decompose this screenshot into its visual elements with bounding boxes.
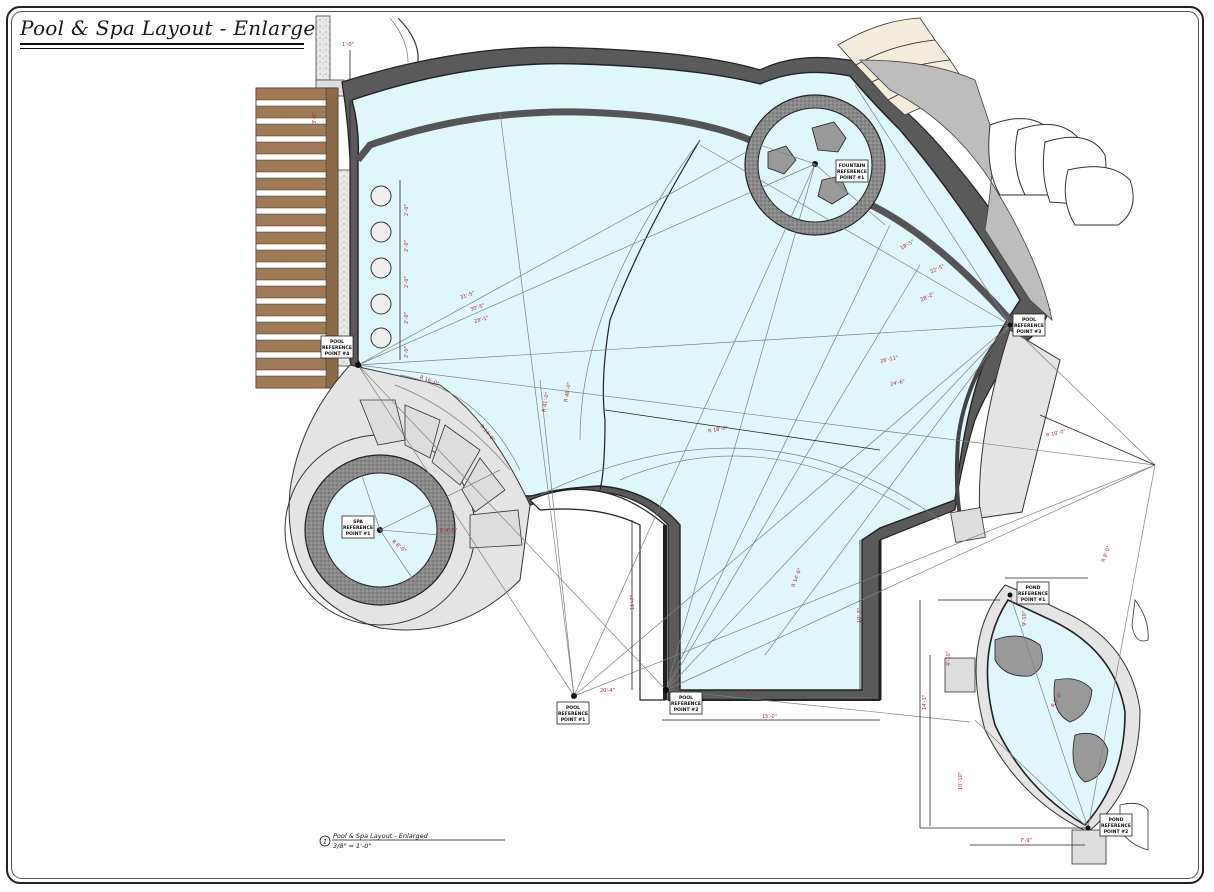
dim-label: 15'-0"	[762, 714, 777, 720]
svg-text:POOL: POOL	[566, 705, 580, 711]
dim-label: R 48'-0"	[563, 382, 572, 403]
dim-label: 10'-7"	[857, 608, 863, 623]
svg-text:POINT #2: POINT #2	[1104, 829, 1129, 835]
detail-title: Pool & Spa Layout - Enlarged	[333, 832, 429, 840]
tag-pool-2: POOL REFERENCE POINT #2	[669, 691, 703, 715]
dim-label: 24'-6"	[890, 379, 906, 388]
dim-label: 2'-0"	[404, 204, 410, 216]
dim-label: 28'-1"	[474, 315, 490, 325]
reference-points	[355, 322, 1091, 831]
sheet-border-inner	[11, 11, 1199, 879]
tag-pond-1: POND REFERENCE POINT #1	[1016, 581, 1050, 605]
tag-fountain-1: FOUNTAIN REFERENCE POINT #1	[835, 159, 869, 183]
dimension-labels: 1'-0" 3'-0" 2'-0" 2'-0" 2'-0" 2'-0" 2'-0…	[312, 42, 1112, 844]
svg-text:REFERENCE: REFERENCE	[322, 345, 352, 351]
dim-label: R 18'-0"	[708, 425, 729, 434]
dim-label: 2'-0"	[404, 346, 410, 358]
dim-label: 20'-4"	[600, 688, 615, 694]
walkway-curve	[397, 17, 419, 63]
dim-label: 22'-5"	[930, 264, 946, 276]
tag-spa-1: SPA REFERENCE POINT #1	[341, 515, 375, 539]
dim-label: 2'-0"	[404, 240, 410, 252]
svg-text:REFERENCE: REFERENCE	[671, 701, 701, 707]
title-block: Pool & Spa Layout - Enlarged	[20, 16, 329, 49]
svg-text:POINT #1: POINT #1	[840, 175, 865, 181]
dim-label: R 10'-0"	[1046, 429, 1067, 439]
svg-text:POOL: POOL	[679, 695, 693, 701]
svg-text:REFERENCE: REFERENCE	[837, 169, 867, 175]
svg-text:REFERENCE: REFERENCE	[1014, 323, 1044, 329]
svg-text:POOL: POOL	[330, 339, 344, 345]
svg-text:POINT #3: POINT #3	[1017, 329, 1042, 335]
dim-label: 31'-5"	[460, 290, 476, 301]
svg-text:REFERENCE: REFERENCE	[1101, 823, 1131, 829]
svg-text:POINT #1: POINT #1	[561, 717, 586, 723]
svg-text:POINT #1: POINT #1	[346, 531, 371, 537]
dim-label: 7'-9"	[1020, 838, 1032, 844]
tag-pool-1: POOL REFERENCE POINT #1	[556, 701, 590, 725]
wall-columns	[370, 185, 392, 349]
dim-label: 3'-0"	[312, 112, 318, 124]
pool-inner-edge	[355, 108, 752, 163]
detail-number: 1	[323, 838, 327, 846]
dim-label: 2'-0"	[404, 312, 410, 324]
pool-shallow-notch	[528, 488, 666, 701]
svg-text:POINT #2: POINT #2	[674, 707, 699, 713]
dim-label: 2'-0"	[404, 276, 410, 288]
detail-caption: 1 Pool & Spa Layout - Enlarged 3/8" = 1'…	[319, 832, 505, 850]
boulders	[988, 118, 1134, 226]
dimension-lines	[349, 50, 1156, 846]
tag-pool-3: POOL REFERENCE POINT #3	[1012, 313, 1046, 337]
dim-label: 1'-0"	[342, 42, 354, 48]
pool-division-line	[599, 139, 701, 491]
dim-label: 30'-5"	[470, 303, 486, 313]
dim-label: 10'-10"	[958, 772, 964, 790]
gravel-area	[859, 59, 1053, 322]
dim-label: 11'-7"	[630, 595, 636, 610]
svg-text:REFERENCE: REFERENCE	[343, 525, 373, 531]
svg-text:REFERENCE: REFERENCE	[558, 711, 588, 717]
svg-text:FOUNTAIN: FOUNTAIN	[839, 163, 866, 169]
dim-label: R 8'-0"	[1101, 545, 1112, 563]
layout-lines	[357, 84, 1156, 829]
dim-label: 9'-10"	[1022, 611, 1028, 626]
pond	[944, 584, 1149, 865]
svg-text:POND: POND	[1109, 817, 1124, 823]
detail-scale: 3/8" = 1'-0"	[333, 842, 371, 850]
svg-text:POOL: POOL	[1022, 317, 1036, 323]
svg-text:REFERENCE: REFERENCE	[1018, 591, 1048, 597]
dim-label: 14'-1"	[922, 695, 928, 710]
svg-text:POND: POND	[1026, 585, 1041, 591]
drawing-title: Pool & Spa Layout - Enlarged	[20, 16, 329, 40]
sheet-border-outer	[6, 6, 1204, 884]
dim-label: 4'-10"	[946, 651, 952, 666]
title-underline	[20, 43, 304, 45]
layout-arcs	[394, 139, 941, 521]
dim-label: 28'-2"	[920, 292, 936, 304]
svg-text:POINT #1: POINT #1	[1021, 597, 1046, 603]
dim-label: R 4'-0"	[440, 528, 457, 534]
title-underline-thin	[20, 48, 304, 49]
dim-label: R 41'-0"	[541, 392, 550, 413]
dim-label: 26'-11"	[880, 355, 899, 365]
svg-text:POINT #4: POINT #4	[325, 351, 350, 357]
dim-label: 19'-1"	[740, 690, 755, 696]
tag-pond-2: POND REFERENCE POINT #2	[1099, 813, 1133, 837]
svg-text:SPA: SPA	[353, 519, 363, 525]
tag-pool-4: POOL REFERENCE POINT #4	[320, 335, 354, 359]
